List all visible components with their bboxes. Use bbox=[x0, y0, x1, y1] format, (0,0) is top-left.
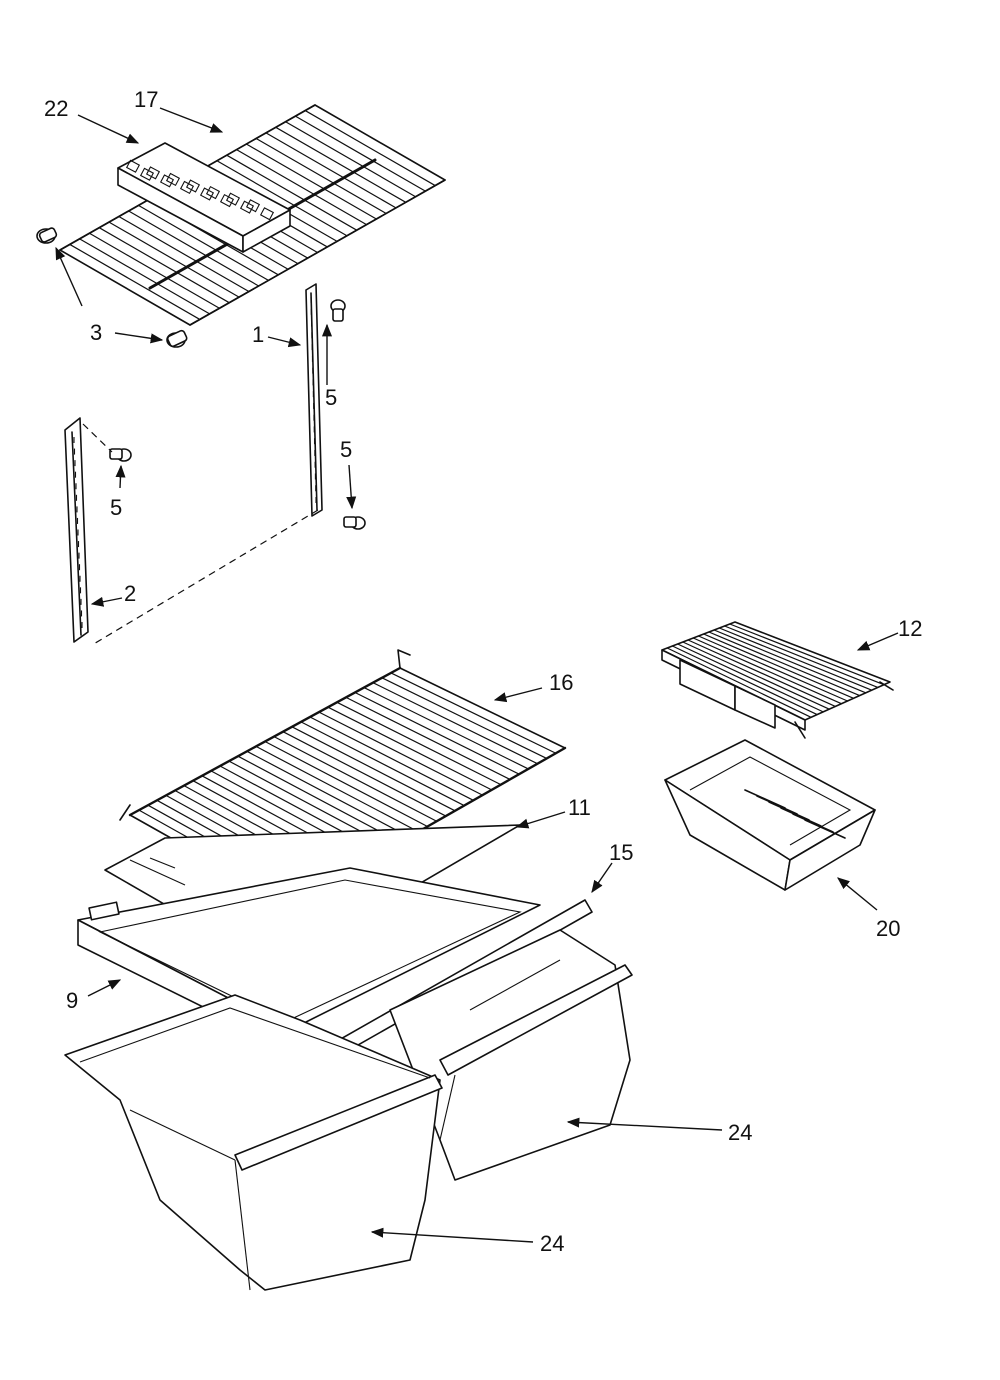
screw-left bbox=[109, 448, 132, 462]
crisper-cover-small bbox=[661, 621, 894, 739]
wire-line bbox=[729, 623, 885, 686]
tray-cell bbox=[205, 185, 221, 200]
callout-12: 12 bbox=[898, 616, 922, 641]
wire-line bbox=[372, 682, 538, 765]
wire-line bbox=[708, 631, 860, 697]
wire-line bbox=[291, 726, 456, 812]
wire-line bbox=[666, 647, 812, 718]
leader-lines bbox=[55, 107, 899, 1243]
wire-line bbox=[336, 701, 502, 786]
callout-17: 17 bbox=[134, 87, 158, 112]
wire-line bbox=[108, 221, 240, 298]
wire-line bbox=[693, 637, 842, 705]
tray-cell bbox=[145, 166, 161, 180]
crisper-drawer-small bbox=[664, 739, 876, 891]
wire-line bbox=[713, 629, 866, 694]
callout-15: 15 bbox=[609, 840, 633, 865]
wire-line bbox=[345, 696, 511, 780]
wire-line bbox=[682, 641, 830, 710]
wire-line bbox=[327, 706, 492, 791]
wire-line bbox=[687, 639, 836, 707]
wire-line bbox=[237, 755, 401, 843]
wire-line bbox=[118, 216, 250, 293]
shelf-support-left bbox=[36, 227, 58, 244]
wire-line bbox=[273, 736, 437, 822]
alignment-line bbox=[91, 509, 319, 646]
wire-line bbox=[255, 137, 387, 214]
callout-9: 9 bbox=[66, 988, 78, 1013]
wire-line bbox=[390, 672, 557, 754]
crisper-drawer-right bbox=[389, 929, 633, 1181]
wire-line bbox=[138, 204, 269, 281]
shelf-support-right bbox=[166, 329, 188, 348]
tray-cell bbox=[165, 172, 181, 187]
wire-line bbox=[719, 627, 873, 691]
callout-3: 3 bbox=[90, 320, 102, 345]
tray-cell bbox=[185, 179, 201, 193]
callout-5-lower: 5 bbox=[340, 437, 352, 462]
wire-line bbox=[672, 645, 818, 716]
wire-line bbox=[300, 721, 465, 807]
wire-line bbox=[309, 716, 474, 801]
wire-line bbox=[236, 149, 367, 226]
alignment-line bbox=[82, 423, 113, 453]
tray-cell bbox=[225, 192, 241, 206]
screw-top-right bbox=[330, 299, 346, 322]
wire-line bbox=[282, 731, 447, 817]
callout-1: 1 bbox=[252, 322, 264, 347]
wire-line bbox=[216, 160, 348, 237]
wire-line bbox=[804, 819, 846, 839]
wire-line bbox=[265, 132, 397, 209]
callout-labels: 22 17 3 1 5 5 5 2 12 16 11 15 20 9 24 24 bbox=[44, 87, 922, 1256]
wire-line bbox=[128, 210, 259, 287]
wire-line bbox=[363, 687, 529, 770]
callout-20: 20 bbox=[876, 916, 900, 941]
wire-line bbox=[381, 677, 547, 760]
wire-line bbox=[89, 232, 220, 309]
callout-5-upper: 5 bbox=[325, 385, 337, 410]
wire-line bbox=[98, 227, 230, 304]
crisper-drawer-left bbox=[64, 994, 443, 1291]
screw-bottom-right bbox=[343, 516, 366, 530]
callout-16: 16 bbox=[549, 670, 573, 695]
wire-line bbox=[285, 121, 416, 198]
shelf-rail-right bbox=[305, 283, 323, 517]
tray-cell bbox=[125, 159, 141, 173]
ice-cube-tray bbox=[117, 142, 291, 253]
wire-line bbox=[246, 750, 410, 838]
wire-line bbox=[246, 143, 377, 220]
wire-line bbox=[724, 625, 879, 688]
wire-line bbox=[703, 633, 854, 699]
callout-22: 22 bbox=[44, 96, 68, 121]
wire-line bbox=[304, 110, 436, 187]
wire-line bbox=[318, 711, 483, 796]
callout-24-right: 24 bbox=[728, 1120, 752, 1145]
wire-line bbox=[698, 635, 848, 702]
shelf-rail-left bbox=[64, 417, 89, 643]
wire-line bbox=[354, 691, 520, 775]
tray-cell bbox=[259, 207, 275, 221]
wire-line bbox=[69, 243, 201, 320]
wire-line bbox=[79, 238, 210, 315]
wire-line bbox=[295, 115, 426, 192]
callout-11: 11 bbox=[568, 795, 591, 820]
callout-24-left: 24 bbox=[540, 1231, 564, 1256]
wire-line bbox=[226, 154, 358, 231]
callout-5-left: 5 bbox=[110, 495, 122, 520]
wire-line bbox=[264, 740, 428, 828]
wire-line bbox=[275, 126, 407, 203]
tray-cell bbox=[245, 199, 261, 213]
wire-line bbox=[255, 745, 419, 833]
wire-line bbox=[677, 643, 824, 713]
callout-2: 2 bbox=[124, 581, 136, 606]
